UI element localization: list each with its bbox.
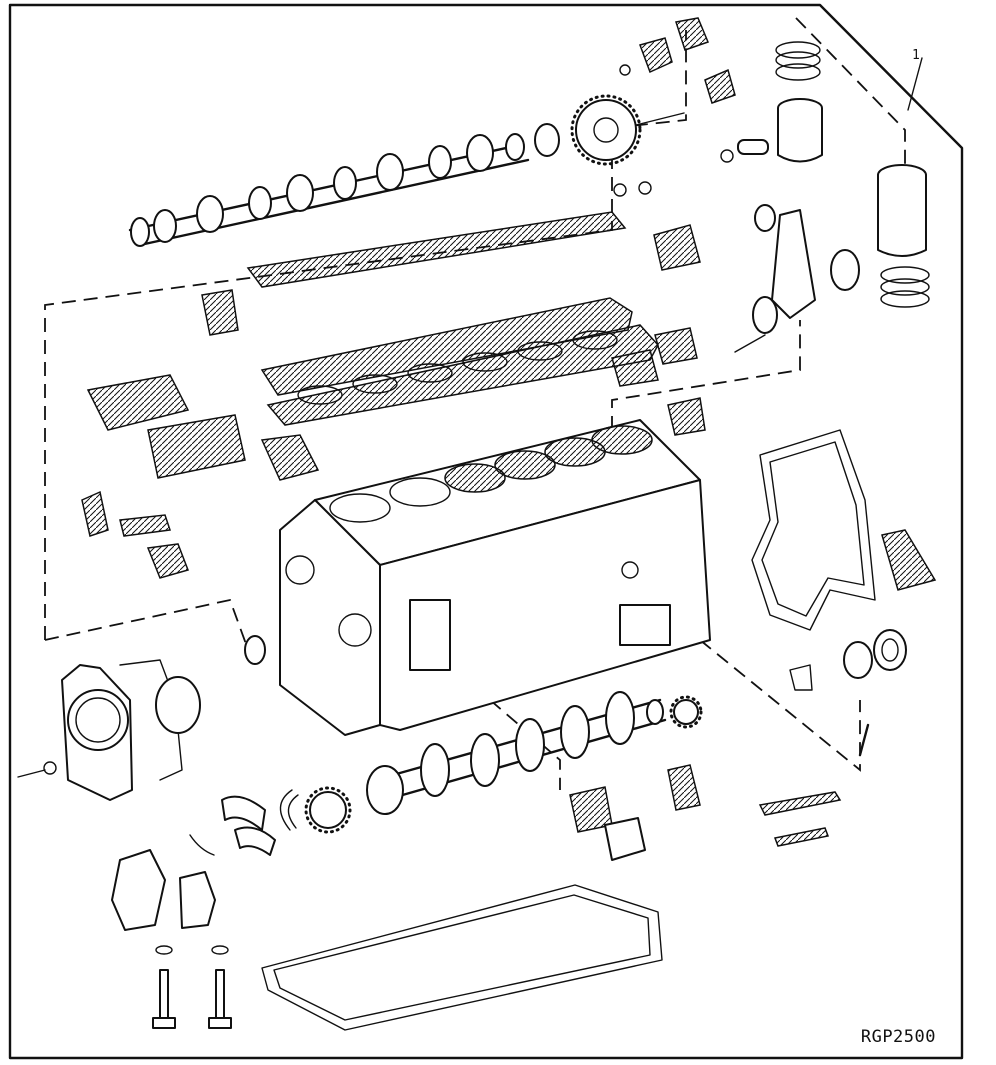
rear-bracket-gasket	[881, 529, 937, 591]
rear-seal-housing	[17, 635, 266, 801]
oil-pan-gasket-inner	[273, 894, 651, 1021]
part-callout-number: 1	[912, 48, 920, 63]
flywheel-housing-gasket	[751, 429, 876, 631]
main-bearings	[111, 786, 352, 931]
elbow-gasket	[146, 543, 189, 579]
front-gasket-strip-1	[758, 791, 842, 816]
head-gasket-bores	[297, 330, 618, 405]
main-bearing-bolts	[152, 945, 232, 1029]
thermostat-gasket	[704, 68, 736, 104]
timing-cover-gasket-small	[611, 349, 659, 387]
cylinder-block	[279, 419, 711, 736]
pump-housing-gasket	[667, 764, 701, 811]
cover-plate	[604, 817, 646, 861]
cylinder-liner	[877, 164, 930, 308]
fuel-pump-gasket	[119, 514, 171, 537]
camshaft-gear	[534, 64, 734, 197]
water-outlet-gasket	[653, 224, 701, 271]
oil-cooler-gasket	[86, 374, 190, 431]
pump-gasket	[260, 434, 320, 481]
oil-filter-gasket	[147, 414, 246, 479]
piston-assembly	[737, 41, 823, 163]
crankshaft	[366, 691, 703, 815]
front-seal-and-bearing	[789, 629, 907, 757]
front-gasket-strip-2	[773, 827, 830, 847]
breather-gasket	[81, 490, 109, 537]
rocker-cover-gasket	[246, 211, 627, 288]
head-gasket-upper	[260, 297, 633, 396]
head-gasket-lower	[266, 324, 659, 426]
sensor-gasket	[667, 397, 706, 436]
oil-pan-gasket	[261, 884, 663, 1031]
side-cover-gasket	[201, 289, 239, 336]
flywheel-housing-gasket-inner	[761, 441, 865, 617]
water-pump-gasket	[675, 17, 709, 51]
front-cover-gasket	[639, 37, 673, 74]
figure-reference-code: RGP2500	[860, 1027, 936, 1047]
callout-leader-line	[907, 57, 923, 111]
connecting-rod	[734, 204, 860, 353]
inlet-gasket	[654, 327, 698, 365]
kit-boundary-dashed-lines	[44, 17, 906, 790]
figure-frame	[8, 3, 964, 1060]
camshaft	[128, 133, 530, 247]
